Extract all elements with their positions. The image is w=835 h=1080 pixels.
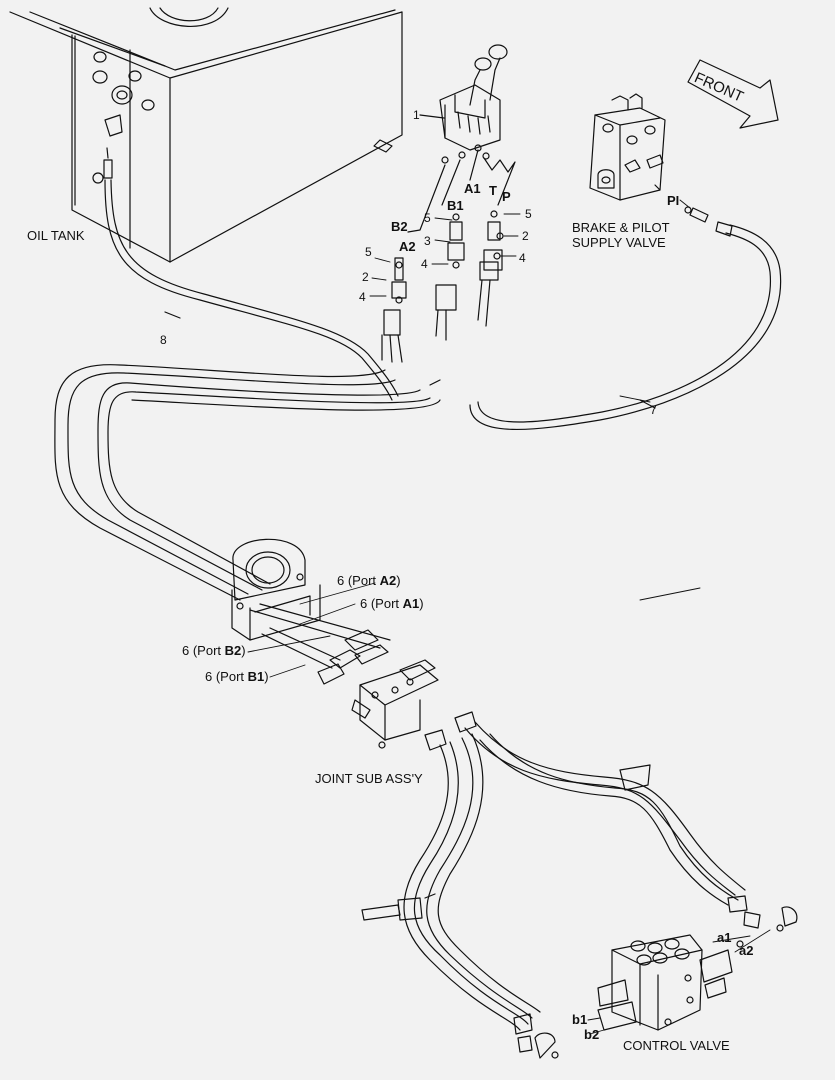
brake-pilot-label-line2: SUPPLY VALVE	[572, 235, 666, 250]
cv-port-b2-label: b2	[584, 1027, 600, 1042]
port-a2-label: A2	[399, 239, 416, 254]
port-b2-label: B2	[391, 219, 408, 234]
callout-6-suffix: )	[241, 643, 246, 658]
cv-port-a2-label: a2	[739, 943, 754, 958]
port-t-label: T	[489, 183, 497, 198]
hoses-to-control-valve	[361, 721, 798, 1059]
callout-6-prefix: 6 (Port	[182, 643, 225, 658]
port-b1-label: B1	[447, 198, 464, 213]
lever-fittings	[381, 144, 516, 386]
oil-tank-label: OIL TANK	[27, 228, 85, 243]
brake-pilot-label-line1: BRAKE & PILOT	[572, 220, 670, 235]
callout-6-prefix: 6 (Port	[205, 669, 248, 684]
callout-6-port: A1	[402, 596, 420, 611]
callout-6-prefix: 6 (Port	[360, 596, 403, 611]
hose-8	[103, 147, 399, 401]
control-valve-label: CONTROL VALVE	[623, 1038, 730, 1053]
callout-6-port-a1: 6 (Port A1)	[360, 597, 424, 610]
port-p-label: P	[502, 189, 511, 204]
callout-6-port: B1	[247, 669, 265, 684]
leader-lines	[247, 199, 771, 1035]
callout-6-suffix: )	[396, 573, 401, 588]
hose-bundle	[54, 224, 782, 601]
callout-6-port: A2	[379, 573, 397, 588]
callout-4b: 4	[421, 257, 428, 271]
callout-7: 7	[650, 403, 657, 417]
callout-1: 1	[413, 108, 420, 122]
callout-6-port-b1: 6 (Port B1)	[205, 670, 269, 683]
joint-sub-assy-label: JOINT SUB ASS'Y	[315, 771, 423, 786]
callout-6-suffix: )	[419, 596, 424, 611]
callout-6-port-b2: 6 (Port B2)	[182, 644, 246, 657]
callout-4c: 4	[519, 251, 526, 265]
brake-pilot-supply-valve	[589, 93, 733, 237]
front-arrow	[687, 59, 779, 129]
oil-tank	[9, 7, 403, 263]
callout-6-suffix: )	[264, 669, 269, 684]
port-a1-label: A1	[464, 181, 481, 196]
callout-5c: 5	[525, 207, 532, 221]
callout-6-port: B2	[224, 643, 242, 658]
pilot-control-lever	[419, 44, 508, 151]
callout-6-prefix: 6 (Port	[337, 573, 380, 588]
callout-8: 8	[160, 333, 167, 347]
callout-4a: 4	[359, 290, 366, 304]
callout-5a: 5	[365, 245, 372, 259]
joint-sub-assembly	[231, 538, 477, 751]
control-valve	[597, 934, 733, 1031]
callout-2b: 2	[522, 229, 529, 243]
cv-port-b1-label: b1	[572, 1012, 588, 1027]
callout-2a: 2	[362, 270, 369, 284]
port-pi-label: PI	[667, 193, 680, 208]
cv-port-a1-label: a1	[717, 930, 732, 945]
callout-3: 3	[424, 234, 431, 248]
callout-6-port-a2: 6 (Port A2)	[337, 574, 401, 587]
callout-5b: 5	[424, 211, 431, 225]
